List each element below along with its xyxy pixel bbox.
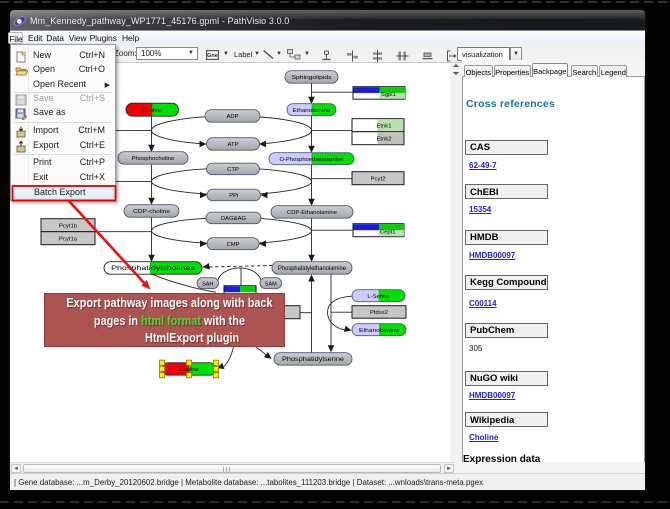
svg-text:DAG&AG: DAG&AG bbox=[221, 217, 247, 223]
svg-text:Choline: Choline bbox=[142, 108, 162, 114]
svg-text:Pcyt1b: Pcyt1b bbox=[59, 224, 78, 230]
svg-text:CTP: CTP bbox=[227, 168, 239, 174]
svg-text:Etnk1: Etnk1 bbox=[376, 124, 391, 130]
svg-text:O-Phosphoethanolamine: O-Phosphoethanolamine bbox=[280, 157, 345, 163]
svg-text:ATP: ATP bbox=[227, 143, 238, 149]
svg-text:SAM: SAM bbox=[265, 282, 277, 288]
svg-text:Gne: Gne bbox=[207, 53, 218, 59]
svg-text:Pcyt1a: Pcyt1a bbox=[59, 237, 78, 243]
svg-text:Phosphatidylserine: Phosphatidylserine bbox=[282, 358, 345, 364]
svg-text:Sphingolipids: Sphingolipids bbox=[292, 76, 332, 82]
svg-text:SAH: SAH bbox=[202, 282, 213, 288]
svg-text:Cept1: Cept1 bbox=[380, 230, 396, 236]
svg-text:CMP: CMP bbox=[226, 242, 239, 248]
svg-text:PPi: PPi bbox=[229, 194, 238, 200]
svg-text:Phosphatidylethanolamine: Phosphatidylethanolamine bbox=[278, 267, 347, 273]
svg-text:Ethanolamine: Ethanolamine bbox=[359, 328, 400, 334]
svg-text:CDP-choline: CDP-choline bbox=[133, 210, 171, 216]
svg-text:Ethanolamine: Ethanolamine bbox=[293, 108, 332, 114]
svg-text:ADP: ADP bbox=[226, 115, 238, 121]
svg-text:Etnk2: Etnk2 bbox=[376, 137, 391, 143]
svg-text:Sgpl1: Sgpl1 bbox=[381, 92, 396, 98]
svg-text:CDP-Ethanolamine: CDP-Ethanolamine bbox=[287, 211, 338, 217]
svg-text:Phosphocholine: Phosphocholine bbox=[132, 157, 176, 163]
svg-text:Ptdss2: Ptdss2 bbox=[370, 311, 388, 317]
svg-text:Pcyt2: Pcyt2 bbox=[371, 177, 386, 183]
svg-text:L-Serine: L-Serine bbox=[367, 294, 390, 300]
svg-text:Phosphatidylcholines: Phosphatidylcholines bbox=[111, 266, 195, 273]
svg-text:Choline: Choline bbox=[179, 368, 199, 374]
